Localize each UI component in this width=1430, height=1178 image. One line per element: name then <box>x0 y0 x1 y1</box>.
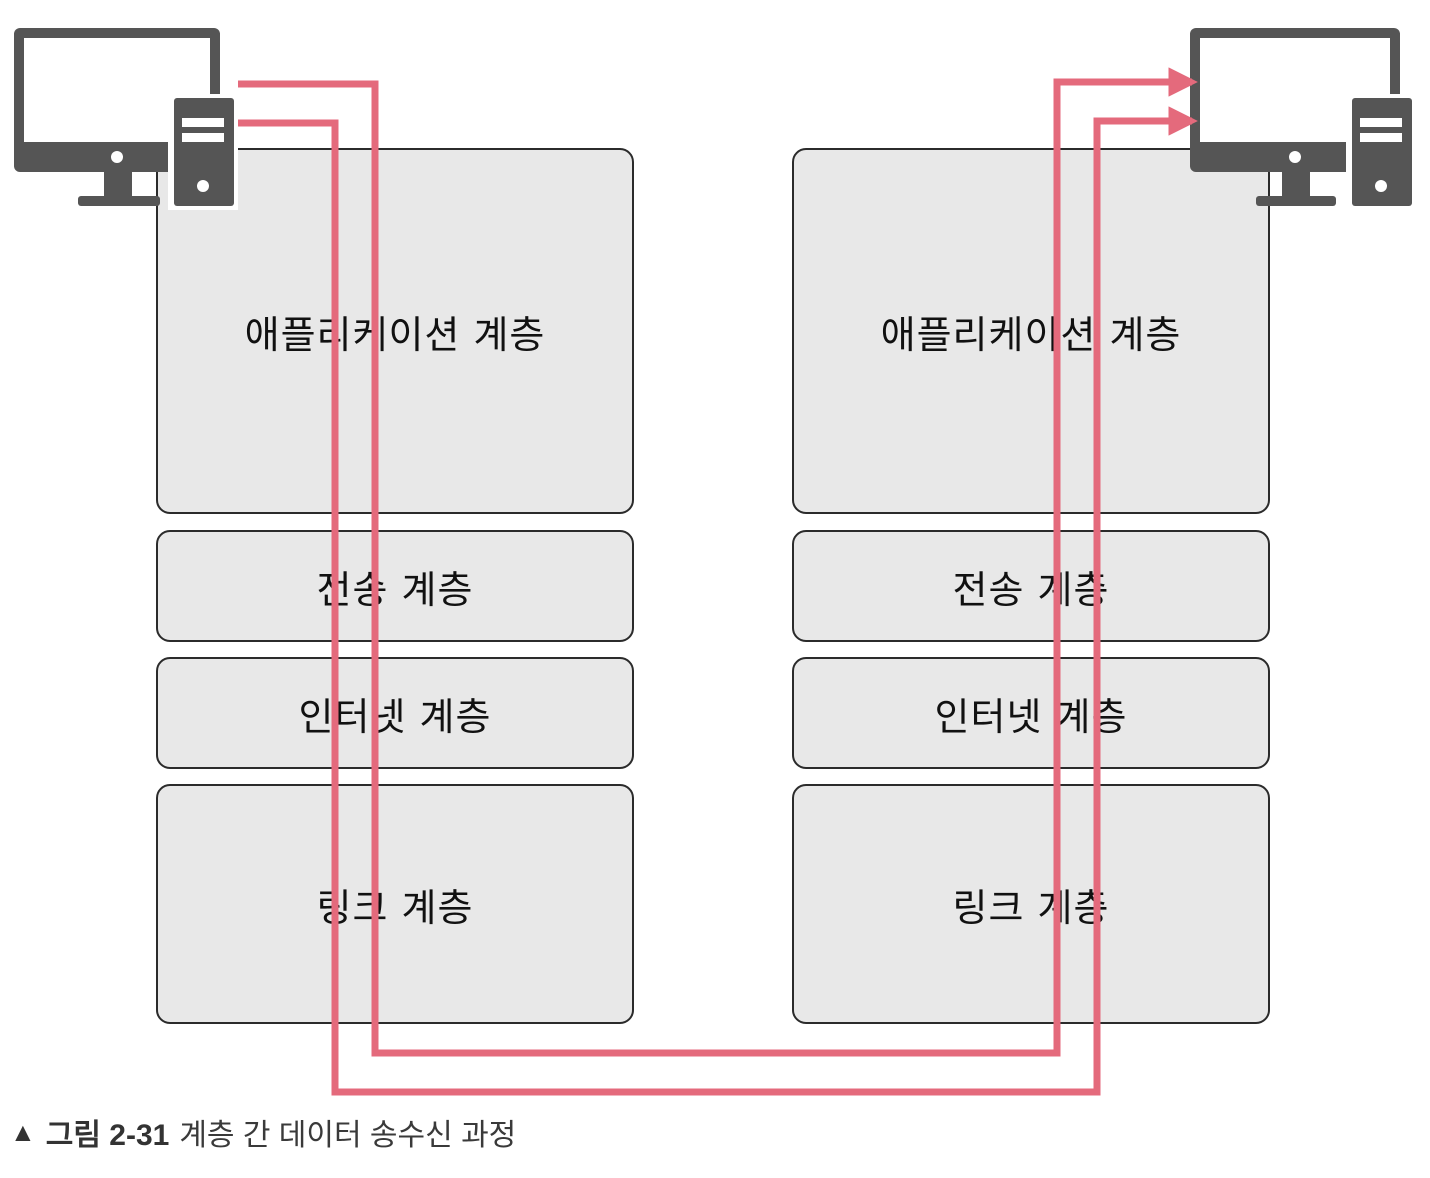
layer-label: 링크 계층 <box>952 885 1110 930</box>
layer-label: 전송 계층 <box>952 567 1110 612</box>
caption-text: 계층 간 데이터 송수신 과정 <box>179 1119 517 1152</box>
application-layer-box: 애플리케이션 계층 <box>792 148 1270 514</box>
receiver-layer-stack: 애플리케이션 계층 전송 계층 인터넷 계층 링크 계층 <box>792 148 1270 1024</box>
caption-triangle-icon: ▲ <box>10 1116 36 1147</box>
link-layer-box: 링크 계층 <box>792 784 1270 1024</box>
layer-label: 인터넷 계층 <box>298 694 492 739</box>
data-path-inner <box>238 67 1198 1057</box>
data-path-outer <box>238 106 1198 1096</box>
layer-label: 애플리케이션 계층 <box>880 312 1182 357</box>
transport-layer-box: 전송 계층 <box>156 530 634 642</box>
link-layer-box: 링크 계층 <box>156 784 634 1024</box>
layer-label: 애플리케이션 계층 <box>244 312 546 357</box>
internet-layer-box: 인터넷 계층 <box>156 657 634 769</box>
sender-computer-icon <box>14 28 238 210</box>
transport-layer-box: 전송 계층 <box>792 530 1270 642</box>
layer-label: 링크 계층 <box>316 885 474 930</box>
receiver-computer-icon <box>1190 28 1416 210</box>
layer-label: 전송 계층 <box>316 567 474 612</box>
sender-layer-stack: 애플리케이션 계층 전송 계층 인터넷 계층 링크 계층 <box>156 148 634 1024</box>
figure-number: 그림 2-31 <box>45 1119 170 1152</box>
figure-caption: ▲ 그림 2-31 계층 간 데이터 송수신 과정 <box>10 1110 516 1154</box>
